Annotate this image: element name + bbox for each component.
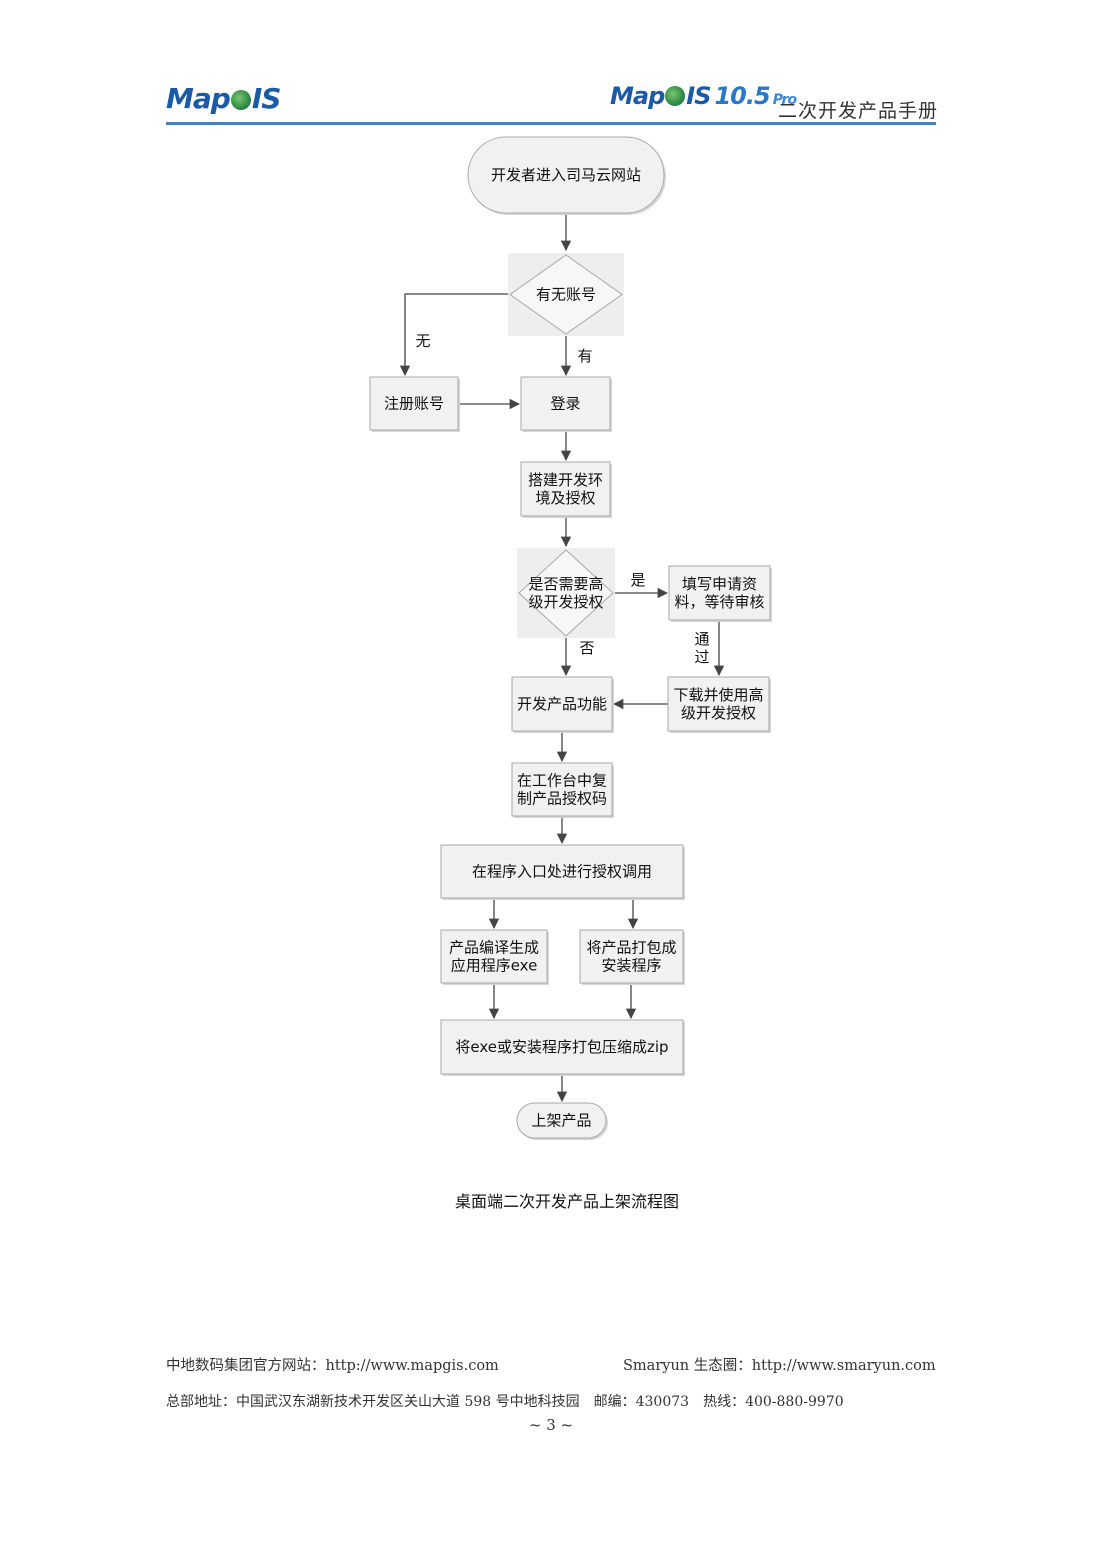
edge-label-need_advanced-to-develop: 否 xyxy=(579,639,594,657)
globe-icon xyxy=(230,90,251,110)
flow-node-label: 级开发授权 xyxy=(528,593,603,611)
figure-caption: 桌面端二次开发产品上架流程图 xyxy=(454,1192,679,1211)
logo-text-is: IS xyxy=(251,82,282,115)
flow-node-login: 登录 xyxy=(520,376,612,432)
page-number: ~ 3 ~ xyxy=(528,1416,574,1434)
flowchart-edges xyxy=(399,213,725,1103)
flow-node-label: 填写申请资 xyxy=(682,575,757,593)
flow-node-label: 级开发授权 xyxy=(681,704,756,722)
flow-node-auth-call: 在程序入口处进行授权调用 xyxy=(440,844,685,900)
flow-node-label: 料，等待审核 xyxy=(674,593,764,611)
footer-address: 总部地址：中国武汉东湖新技术开发区关山大道 598 号中地科技园 邮编：4300… xyxy=(166,1394,844,1410)
flow-node-label: 应用程序exe xyxy=(451,957,538,975)
mapgis-logo: Map IS xyxy=(166,82,282,115)
flow-node-label: 制产品授权码 xyxy=(517,790,607,808)
flow-arrow-has_account-to-register xyxy=(399,293,508,377)
flow-node-start: 开发者进入司马云网站 xyxy=(467,136,666,215)
header-divider xyxy=(166,122,936,125)
edge-label-fill_apply-to-download_auth: 通过 xyxy=(694,630,709,666)
flow-node-label: 登录 xyxy=(550,395,580,413)
logo-edition: Pro xyxy=(772,92,797,108)
flow-node-develop: 开发产品功能 xyxy=(511,676,614,733)
flowchart-nodes: 开发者进入司马云网站有无账号注册账号登录搭建开发环境及授权是否需要高级开发授权填… xyxy=(369,136,772,1140)
flow-node-label: 上架产品 xyxy=(531,1112,591,1130)
flow-node-register: 注册账号 xyxy=(369,376,460,432)
logo-text-map: Map xyxy=(610,82,665,110)
flow-node-label: 下载并使用高 xyxy=(673,686,763,704)
flow-node-label: 是否需要高 xyxy=(528,575,603,593)
flow-node-label: 在工作台中复 xyxy=(517,772,607,790)
flow-node-label: 境及授权 xyxy=(535,489,595,507)
footer-official-site: 中地数码集团官方网站：http://www.mapgis.com xyxy=(166,1358,499,1374)
flow-node-publish: 上架产品 xyxy=(516,1102,608,1140)
flow-node-label: 在程序入口处进行授权调用 xyxy=(472,863,652,881)
logo-text-is: IS xyxy=(686,82,711,110)
logo-version: 10.5 xyxy=(714,82,770,110)
edge-label-need_advanced-to-fill_apply: 是 xyxy=(630,571,645,589)
flow-node-label: 将产品打包成 xyxy=(586,939,676,957)
flow-node-zip: 将exe或安装程序打包压缩成zip xyxy=(440,1019,685,1076)
flow-node-label: 开发者进入司马云网站 xyxy=(491,166,641,184)
edge-label-has_account-to-register: 无 xyxy=(415,332,430,350)
flow-node-label: 产品编译生成 xyxy=(449,939,539,957)
flow-node-label: 安装程序 xyxy=(601,957,661,975)
header-title: 二次开发产品手册 xyxy=(778,100,939,122)
edge-label-has_account-to-login: 有 xyxy=(577,347,592,365)
footer-ecosystem-site: Smaryun 生态圈：http://www.smaryun.com xyxy=(623,1358,936,1374)
flow-node-label: 有无账号 xyxy=(536,286,596,304)
flowchart: 开发者进入司马云网站有无账号注册账号登录搭建开发环境及授权是否需要高级开发授权填… xyxy=(369,136,772,1140)
flow-node-label: 将exe或安装程序打包压缩成zip xyxy=(455,1038,668,1056)
logo-text-map: Map xyxy=(166,82,231,115)
flow-node-has-account: 有无账号 xyxy=(508,253,624,336)
flow-node-label: 注册账号 xyxy=(384,395,444,413)
globe-icon xyxy=(665,86,686,106)
flow-node-label: 搭建开发环 xyxy=(528,471,603,489)
flow-node-label: 开发产品功能 xyxy=(517,695,607,713)
